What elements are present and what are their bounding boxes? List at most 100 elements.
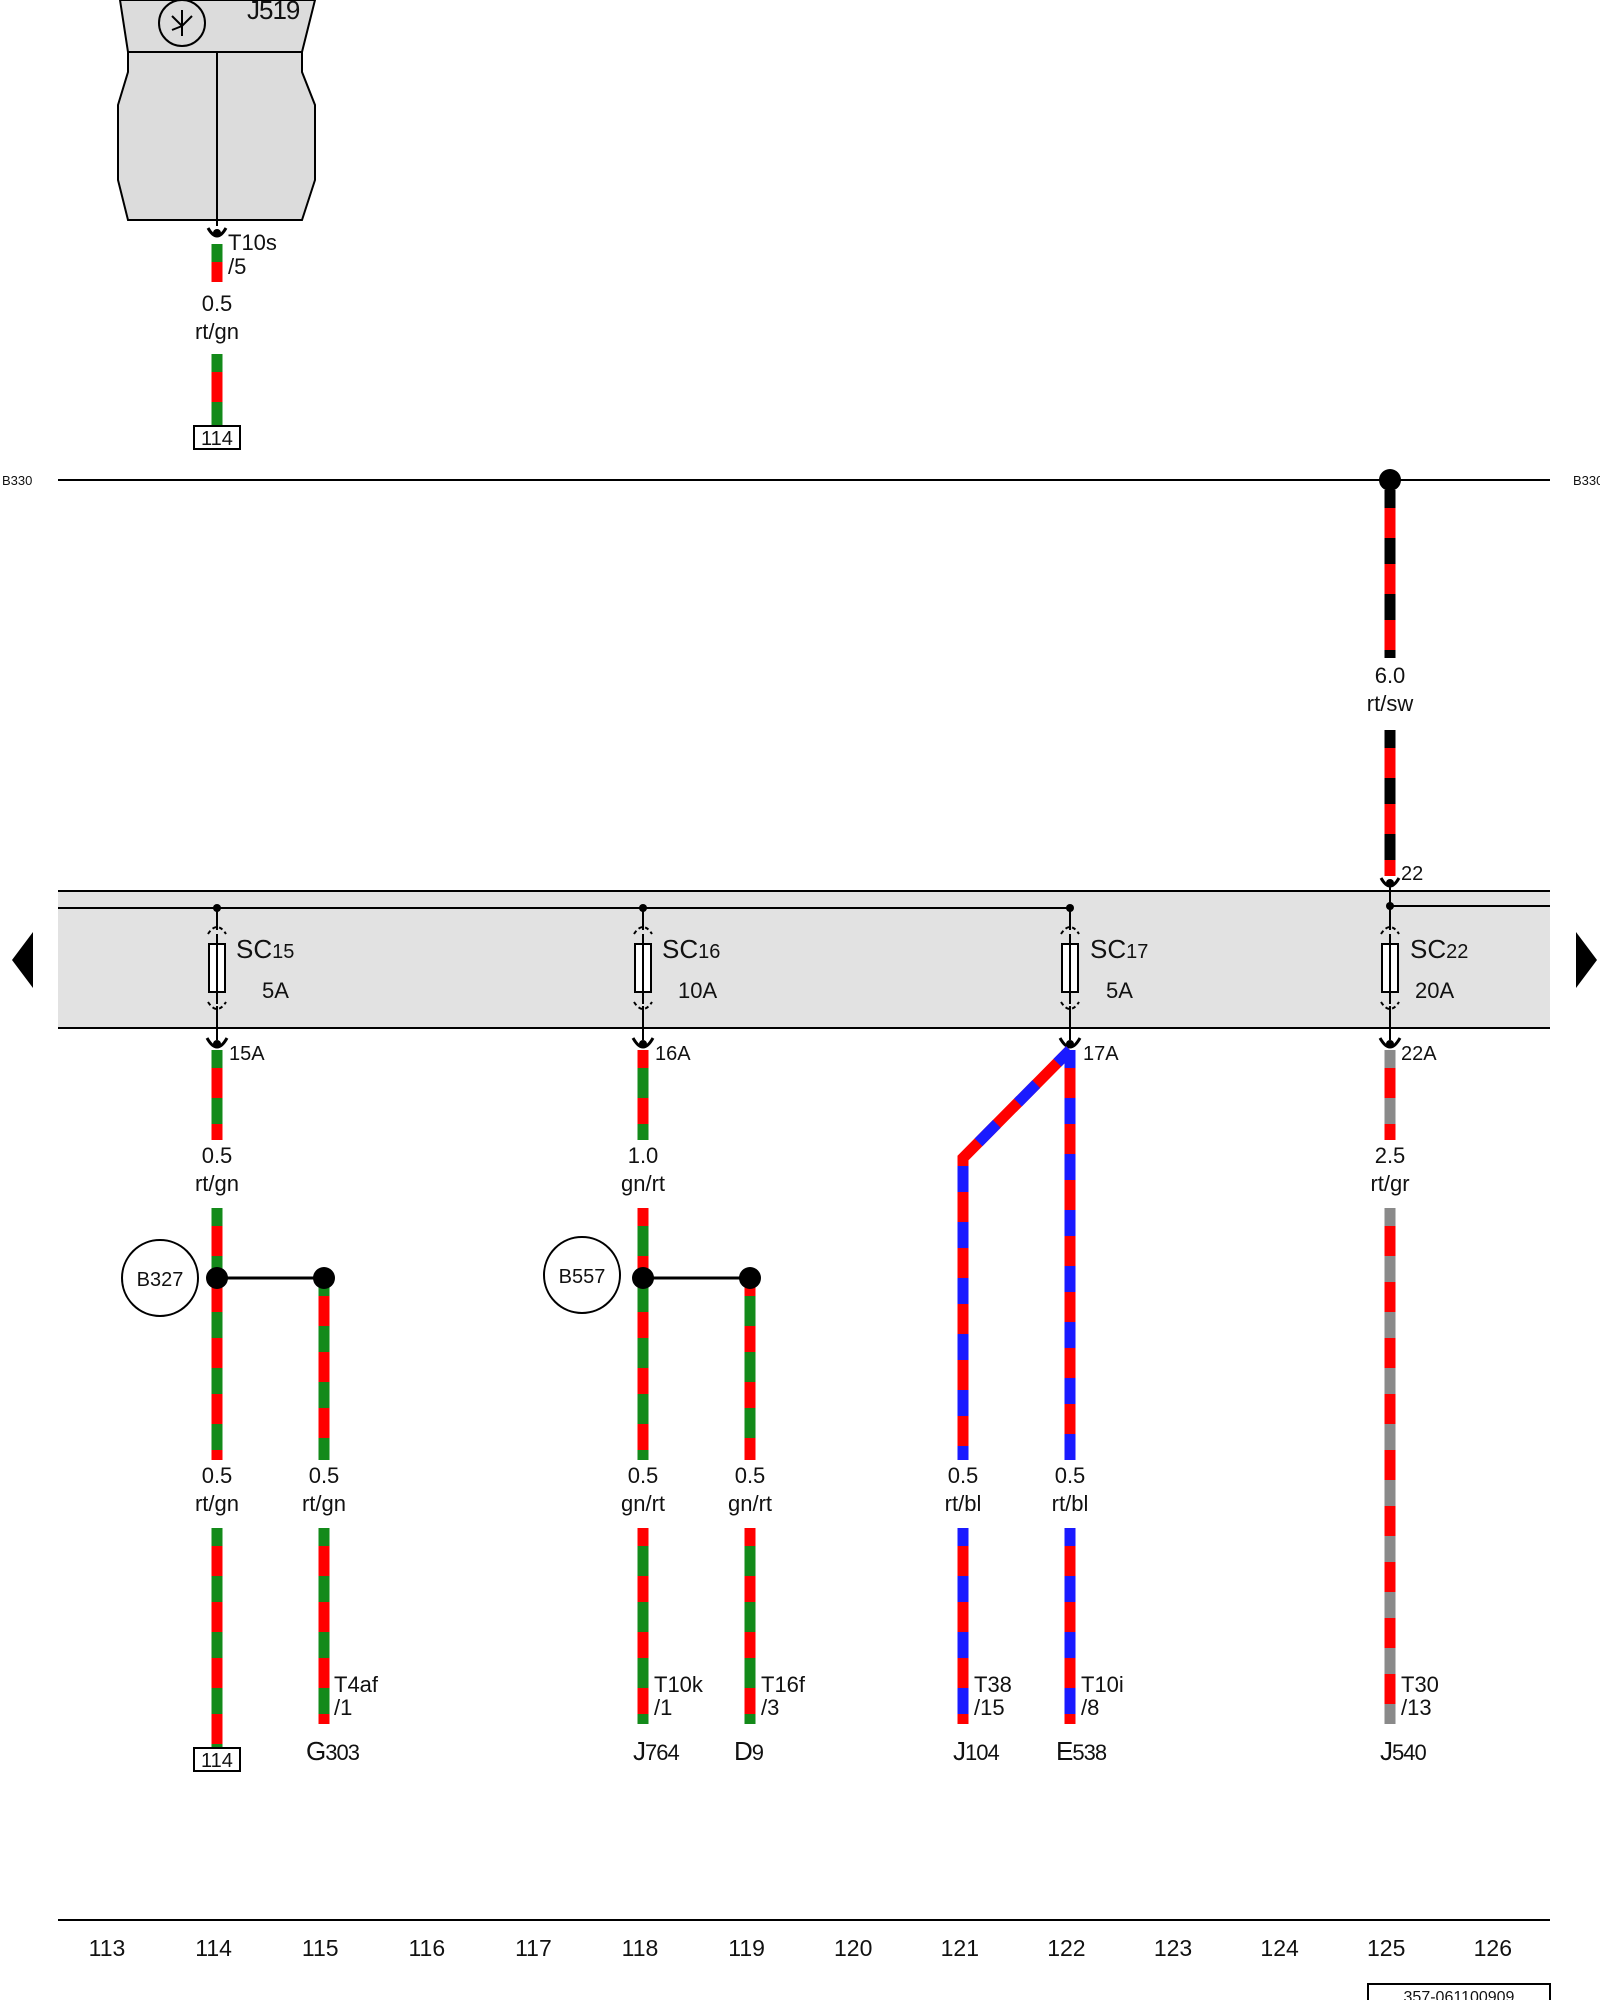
ref-box-bottom: 114 [193, 1747, 241, 1772]
column-number: 126 [1474, 1935, 1512, 1961]
bus-junction-dot [1379, 469, 1401, 491]
connector-pin-dot [213, 1040, 221, 1048]
wire-color-label: gn/rt [621, 1171, 665, 1196]
svg-text:114: 114 [201, 1750, 233, 1772]
svg-text:10A: 10A [678, 978, 717, 1003]
svg-text:5A: 5A [1106, 978, 1133, 1003]
component-j764: J764 [633, 1736, 679, 1766]
column-number: 115 [302, 1935, 339, 1961]
svg-text:B327: B327 [137, 1269, 184, 1291]
column-number: 116 [408, 1935, 445, 1961]
fuse-sc16: SC16 10A 16A [655, 934, 720, 1065]
connector-t4af: T4af /1 [334, 1672, 379, 1720]
connector-pin-dot [1066, 1040, 1074, 1048]
bus-label-right: B330 [1573, 473, 1600, 488]
svg-text:SC16: SC16 [662, 934, 720, 964]
column-number: 123 [1154, 1935, 1192, 1961]
wire-color-label: rt/gn [195, 1491, 239, 1516]
wire-size-label: 0.5 [628, 1463, 659, 1488]
wire-size-label: 0.5 [202, 291, 233, 316]
splice-b557: B557 [543, 1236, 621, 1314]
fuse-clip-top [1380, 926, 1400, 935]
fuse-clip-top [207, 926, 227, 935]
svg-text:/1: /1 [654, 1695, 672, 1720]
page-next-arrow-icon[interactable] [1576, 932, 1597, 988]
wire-size-label: 0.5 [202, 1143, 233, 1168]
wire-size-label: 1.0 [628, 1143, 659, 1168]
component-j104: J104 [953, 1736, 999, 1766]
svg-text:/13: /13 [1401, 1695, 1432, 1720]
wire-color-label: gn/rt [621, 1491, 665, 1516]
component-j540: J540 [1380, 1736, 1426, 1766]
wire-color-label: rt/bl [1052, 1491, 1089, 1516]
svg-text:/1: /1 [334, 1695, 352, 1720]
wire-size-label: 0.5 [1055, 1463, 1086, 1488]
wire-size-label: 0.5 [202, 1463, 233, 1488]
svg-text:T10i: T10i [1081, 1672, 1124, 1697]
wire-color-label: rt/gr [1370, 1171, 1409, 1196]
svg-text:22A: 22A [1401, 1043, 1437, 1065]
wire-size-label: 0.5 [948, 1463, 979, 1488]
column-number: 121 [941, 1935, 979, 1961]
component-g303: G303 [306, 1736, 360, 1766]
svg-text:T4af: T4af [334, 1672, 379, 1697]
drawing-code-box: 357-061100909 [1367, 1983, 1551, 2000]
wire-size-label: 2.5 [1375, 1143, 1406, 1168]
column-number: 122 [1047, 1935, 1085, 1961]
svg-text:/8: /8 [1081, 1695, 1099, 1720]
fuse-clip-top [1060, 926, 1080, 935]
component-e538: E538 [1056, 1736, 1107, 1766]
fuse-clip-bottom [633, 1001, 653, 1010]
component-label-j519: J519 [247, 0, 300, 25]
splice-dot [313, 1267, 335, 1289]
column-number: 113 [89, 1935, 126, 1961]
connector-t30: T30 /13 [1401, 1672, 1439, 1720]
svg-text:17A: 17A [1083, 1043, 1119, 1065]
connector-sub-label: /5 [228, 254, 246, 279]
fuse-clip-top [633, 926, 653, 935]
wire-size-label: 0.5 [735, 1463, 766, 1488]
fuse-sc15: SC15 5A 15A [229, 934, 294, 1065]
page-prev-arrow-icon[interactable] [12, 932, 33, 988]
bus-line-b330: B330 B330 [2, 469, 1600, 491]
fuse-carrier-panel [12, 890, 1597, 1029]
fuse-sc22: SC22 20A 22A [1401, 934, 1468, 1065]
splice-dot [739, 1267, 761, 1289]
column-number: 125 [1367, 1935, 1405, 1961]
connector-t16f: T16f /3 [761, 1672, 806, 1720]
svg-text:SC15: SC15 [236, 934, 294, 964]
splice-b327: B327 [121, 1239, 199, 1317]
wire-color-label: rt/bl [945, 1491, 982, 1516]
svg-text:T30: T30 [1401, 1672, 1439, 1697]
svg-text:/3: /3 [761, 1695, 779, 1720]
wire-color-label: rt/gn [302, 1491, 346, 1516]
relay-symbol-icon [158, 0, 206, 47]
connector-pin-dot [1386, 1040, 1394, 1048]
wire-color-label: rt/gn [195, 1171, 239, 1196]
wire-size-label: 6.0 [1375, 663, 1406, 688]
svg-text:5A: 5A [262, 978, 289, 1003]
connector-t10k: T10k /1 [654, 1672, 704, 1720]
splice-dot [206, 1267, 228, 1289]
svg-text:357-061100909: 357-061100909 [1404, 1989, 1515, 2000]
svg-text:T10k: T10k [654, 1672, 704, 1697]
svg-text:16A: 16A [655, 1043, 691, 1065]
svg-text:/15: /15 [974, 1695, 1005, 1720]
connector-t10s: T10s /5 [206, 227, 277, 279]
ref-box-top: 114 [193, 425, 241, 450]
wire-color-label: rt/gn [195, 319, 239, 344]
wire-segment-stripe [957, 1046, 1074, 1460]
svg-text:T16f: T16f [761, 1672, 806, 1697]
fuse-clip-bottom [1380, 1001, 1400, 1010]
fuse-feed-dot [639, 904, 647, 912]
svg-text:T38: T38 [974, 1672, 1012, 1697]
column-number: 117 [515, 1935, 552, 1961]
fuse-feed-dot [213, 904, 221, 912]
svg-text:SC17: SC17 [1090, 934, 1148, 964]
svg-text:B557: B557 [559, 1266, 606, 1288]
bus-label-left: B330 [2, 473, 32, 488]
connector-pin-label: T10s [228, 230, 277, 255]
svg-text:15A: 15A [229, 1043, 265, 1065]
